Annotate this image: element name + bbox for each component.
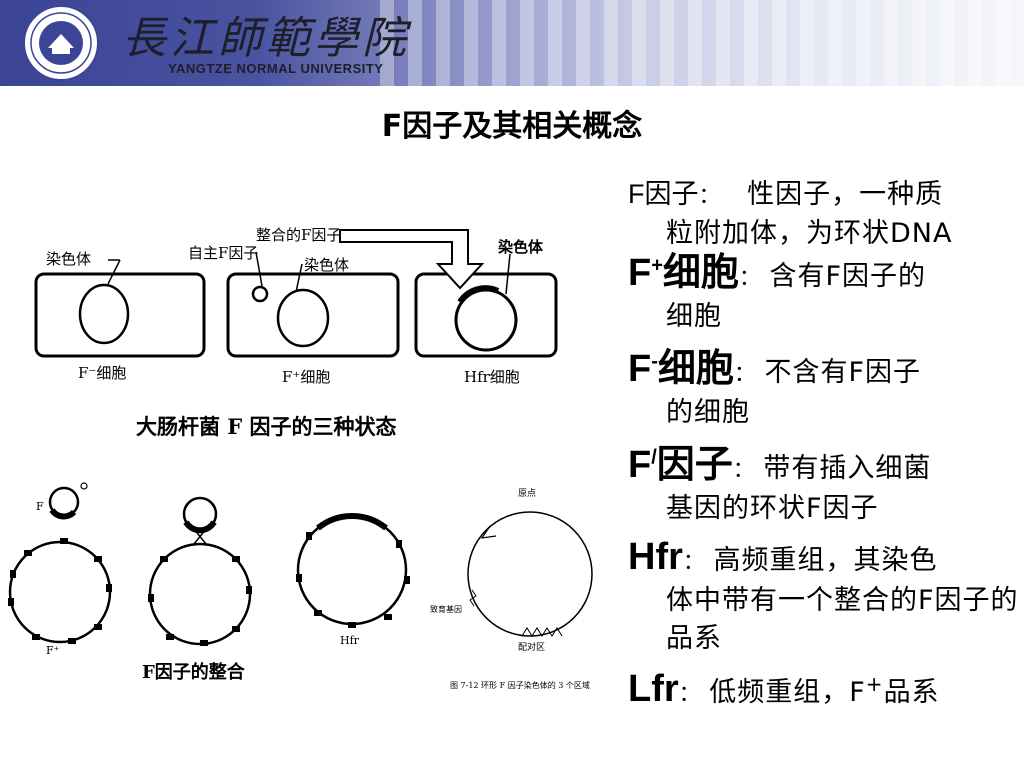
header-banner: 長江師範學院 YANGTZE NORMAL UNIVERSITY bbox=[0, 0, 1024, 86]
term-label: Hfr bbox=[628, 536, 683, 578]
term-label-sup: + bbox=[651, 254, 663, 277]
term-desc: 低频重组，F+品系 bbox=[709, 674, 940, 708]
cell-hfr bbox=[414, 272, 558, 358]
label-fertility-gene: 致育基因 bbox=[430, 604, 462, 614]
label-fplus: F⁺ bbox=[46, 644, 60, 657]
term-label-sup: / bbox=[651, 446, 657, 469]
term-desc: 不含有F因子 bbox=[764, 357, 922, 388]
figure1-caption: 大肠杆菌 F 因子的三种状态 bbox=[136, 414, 397, 439]
label-autonomous-f: 自主F因子 bbox=[188, 244, 258, 262]
f-factor-states-figure: 染色体 自主F因子 整合的F因子 染色体 染色体 F⁻细胞 F⁺细胞 Hfr细胞… bbox=[34, 226, 558, 439]
term-f-factor: F因子： 性因子，一种质 粒附加体，为环状DNA bbox=[628, 176, 1020, 252]
f-integration-figure: F F⁺ F因子的整合 Hfr 原点 致育基因 配对区 图 7-12 环形 F … bbox=[8, 482, 593, 690]
term-desc-cont: 细胞 bbox=[666, 301, 722, 332]
label-chromosome-1: 染色体 bbox=[46, 250, 91, 268]
f-chromosome-regions-circle bbox=[467, 511, 593, 637]
term-fprime-factor: F/因子： 带有插入细菌 基因的环状F因子 bbox=[628, 446, 1020, 528]
figure2-fig712-caption: 图 7-12 环形 F 因子染色体的 3 个区域 bbox=[450, 680, 590, 690]
term-label-after: 因子 bbox=[656, 444, 733, 486]
label-f: F bbox=[36, 500, 44, 513]
term-desc-after: 品系 bbox=[883, 677, 940, 708]
cell-fminus bbox=[34, 272, 206, 358]
term-fminus-cell: F-细胞： 不含有F因子 的细胞 bbox=[628, 350, 1020, 432]
slide-title: F因子及其相关概念 bbox=[381, 109, 643, 144]
chromosome-fminus bbox=[78, 283, 130, 345]
term-label-f: F bbox=[628, 348, 652, 390]
term-desc-text: 低频重组，F bbox=[709, 677, 866, 708]
term-lfr: Lfr： 低频重组，F+品系 bbox=[628, 670, 1020, 714]
label-cell-fminus: F⁻细胞 bbox=[78, 364, 126, 382]
label-cell-fplus: F⁺细胞 bbox=[282, 368, 330, 386]
chromosome-fplus bbox=[276, 288, 330, 348]
term-colon: ： bbox=[682, 550, 705, 575]
label-chromosome-2: 染色体 bbox=[304, 256, 349, 274]
banner-stripes bbox=[380, 0, 1024, 86]
university-logo-icon bbox=[23, 5, 99, 81]
term-colon: ： bbox=[733, 362, 756, 387]
term-desc-cont: 的细胞 bbox=[666, 397, 750, 428]
label-pairing-region: 配对区 bbox=[518, 641, 545, 653]
terms-list: F因子： 性因子，一种质 粒附加体，为环状DNA F+细胞： 含有F因子的 细胞… bbox=[628, 176, 1020, 714]
term-label-after: 细胞 bbox=[657, 348, 734, 390]
term-label: F因子 bbox=[628, 179, 699, 209]
term-label: F-细胞 bbox=[628, 348, 734, 390]
label-hfr: Hfr bbox=[340, 634, 360, 647]
term-desc-cont: 体中带有一个整合的F因子的品系 bbox=[666, 585, 1019, 654]
term-colon: ： bbox=[678, 682, 701, 707]
term-desc: 高频重组，其染色 bbox=[713, 545, 938, 576]
term-label: F+细胞 bbox=[628, 252, 739, 294]
term-desc: 性因子，一种质 bbox=[747, 179, 944, 210]
chromosome-hfr-circle bbox=[296, 514, 408, 626]
term-desc-cont: 基因的环状F因子 bbox=[666, 493, 879, 524]
term-label-f: F bbox=[628, 444, 652, 486]
term-label: F/因子 bbox=[628, 444, 733, 486]
term-label-sup: - bbox=[651, 350, 658, 373]
label-origin: 原点 bbox=[518, 488, 536, 499]
term-desc-cont: 粒附加体，为环状DNA bbox=[666, 218, 953, 249]
term-desc: 带有插入细菌 bbox=[763, 453, 932, 484]
term-label-f: F bbox=[628, 252, 652, 294]
label-chromosome-3: 染色体 bbox=[497, 238, 544, 256]
cell-fplus bbox=[226, 272, 400, 358]
term-colon: ： bbox=[698, 184, 721, 209]
term-desc: 含有F因子的 bbox=[769, 261, 927, 292]
term-label-after: 细胞 bbox=[662, 252, 739, 294]
label-cell-hfr: Hfr细胞 bbox=[464, 368, 520, 386]
term-hfr: Hfr： 高频重组，其染色 体中带有一个整合的F因子的品系 bbox=[628, 538, 1020, 658]
term-colon: ： bbox=[738, 266, 761, 291]
term-colon: ： bbox=[732, 458, 755, 483]
autonomous-f-icon bbox=[251, 285, 269, 303]
term-fplus-cell: F+细胞： 含有F因子的 细胞 bbox=[628, 254, 1020, 336]
term-label: Lfr bbox=[628, 668, 679, 710]
university-name-en: YANGTZE NORMAL UNIVERSITY bbox=[168, 61, 384, 76]
label-integrated-f: 整合的F因子 bbox=[256, 226, 341, 244]
university-name-cn: 長江師範學院 bbox=[122, 13, 410, 64]
integration-arrow-icon bbox=[339, 229, 485, 290]
term-desc-sup: + bbox=[865, 672, 884, 696]
figure2-integration-caption: F因子的整合 bbox=[142, 661, 246, 683]
